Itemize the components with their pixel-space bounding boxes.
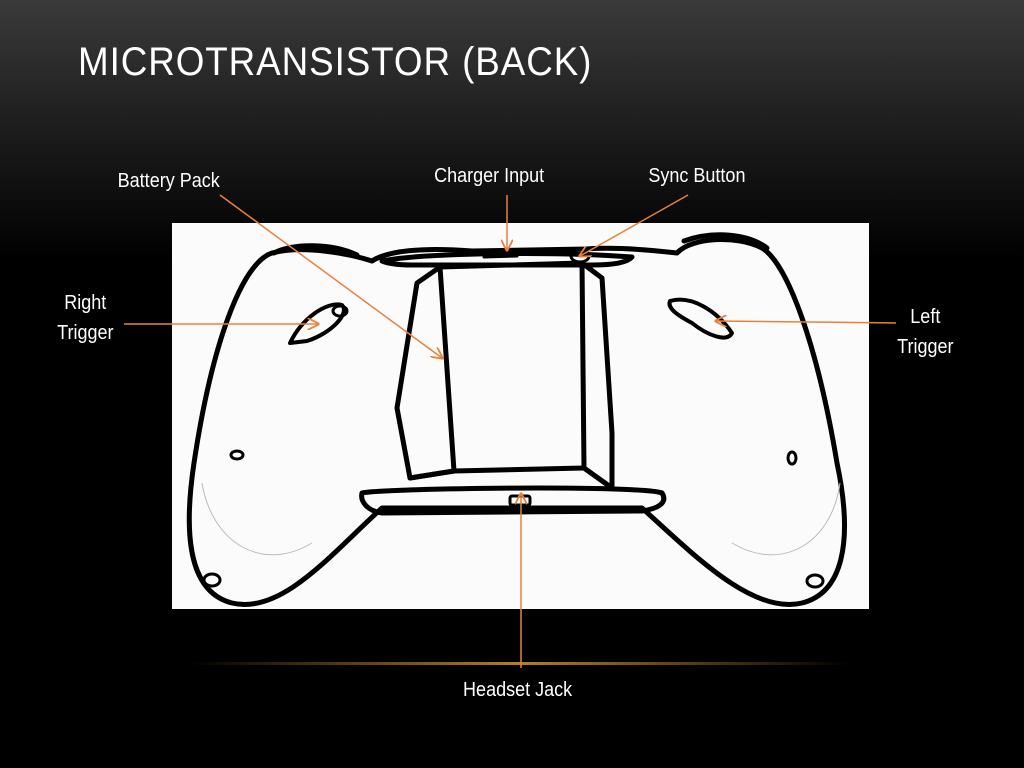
charger-input-label: Charger Input bbox=[434, 165, 545, 187]
battery-pack-label: Battery Pack bbox=[117, 170, 220, 192]
left-foot bbox=[202, 572, 222, 588]
controller-outline bbox=[186, 237, 847, 607]
sync-button-label: Sync Button bbox=[648, 165, 746, 187]
sync-button-leader bbox=[580, 194, 689, 256]
decorative-glow-line bbox=[190, 662, 850, 665]
top-rail bbox=[379, 251, 635, 268]
slide-title: MICROTRANSISTOR (BACK) bbox=[78, 40, 593, 84]
bottom-bar bbox=[359, 485, 667, 516]
right-grip-dot bbox=[786, 450, 798, 466]
left-trigger-label: Left Trigger bbox=[897, 306, 954, 358]
controller-sketch bbox=[172, 223, 869, 609]
battery-pack-leader bbox=[219, 194, 442, 358]
right-trigger-knob bbox=[331, 304, 349, 318]
left-bumper bbox=[271, 243, 360, 258]
controller-back-drawing bbox=[186, 232, 847, 607]
charger-input-shape bbox=[482, 254, 519, 259]
right-trigger-label: Right Trigger bbox=[57, 292, 114, 344]
left-trigger-shape bbox=[667, 297, 734, 340]
left-trigger-leader bbox=[716, 321, 897, 323]
right-foot bbox=[805, 573, 825, 589]
right-bumper bbox=[681, 232, 770, 251]
battery-pack-bottom bbox=[407, 465, 615, 491]
left-grip-dot bbox=[229, 449, 245, 461]
headset-jack-label: Headset Jack bbox=[463, 679, 573, 701]
